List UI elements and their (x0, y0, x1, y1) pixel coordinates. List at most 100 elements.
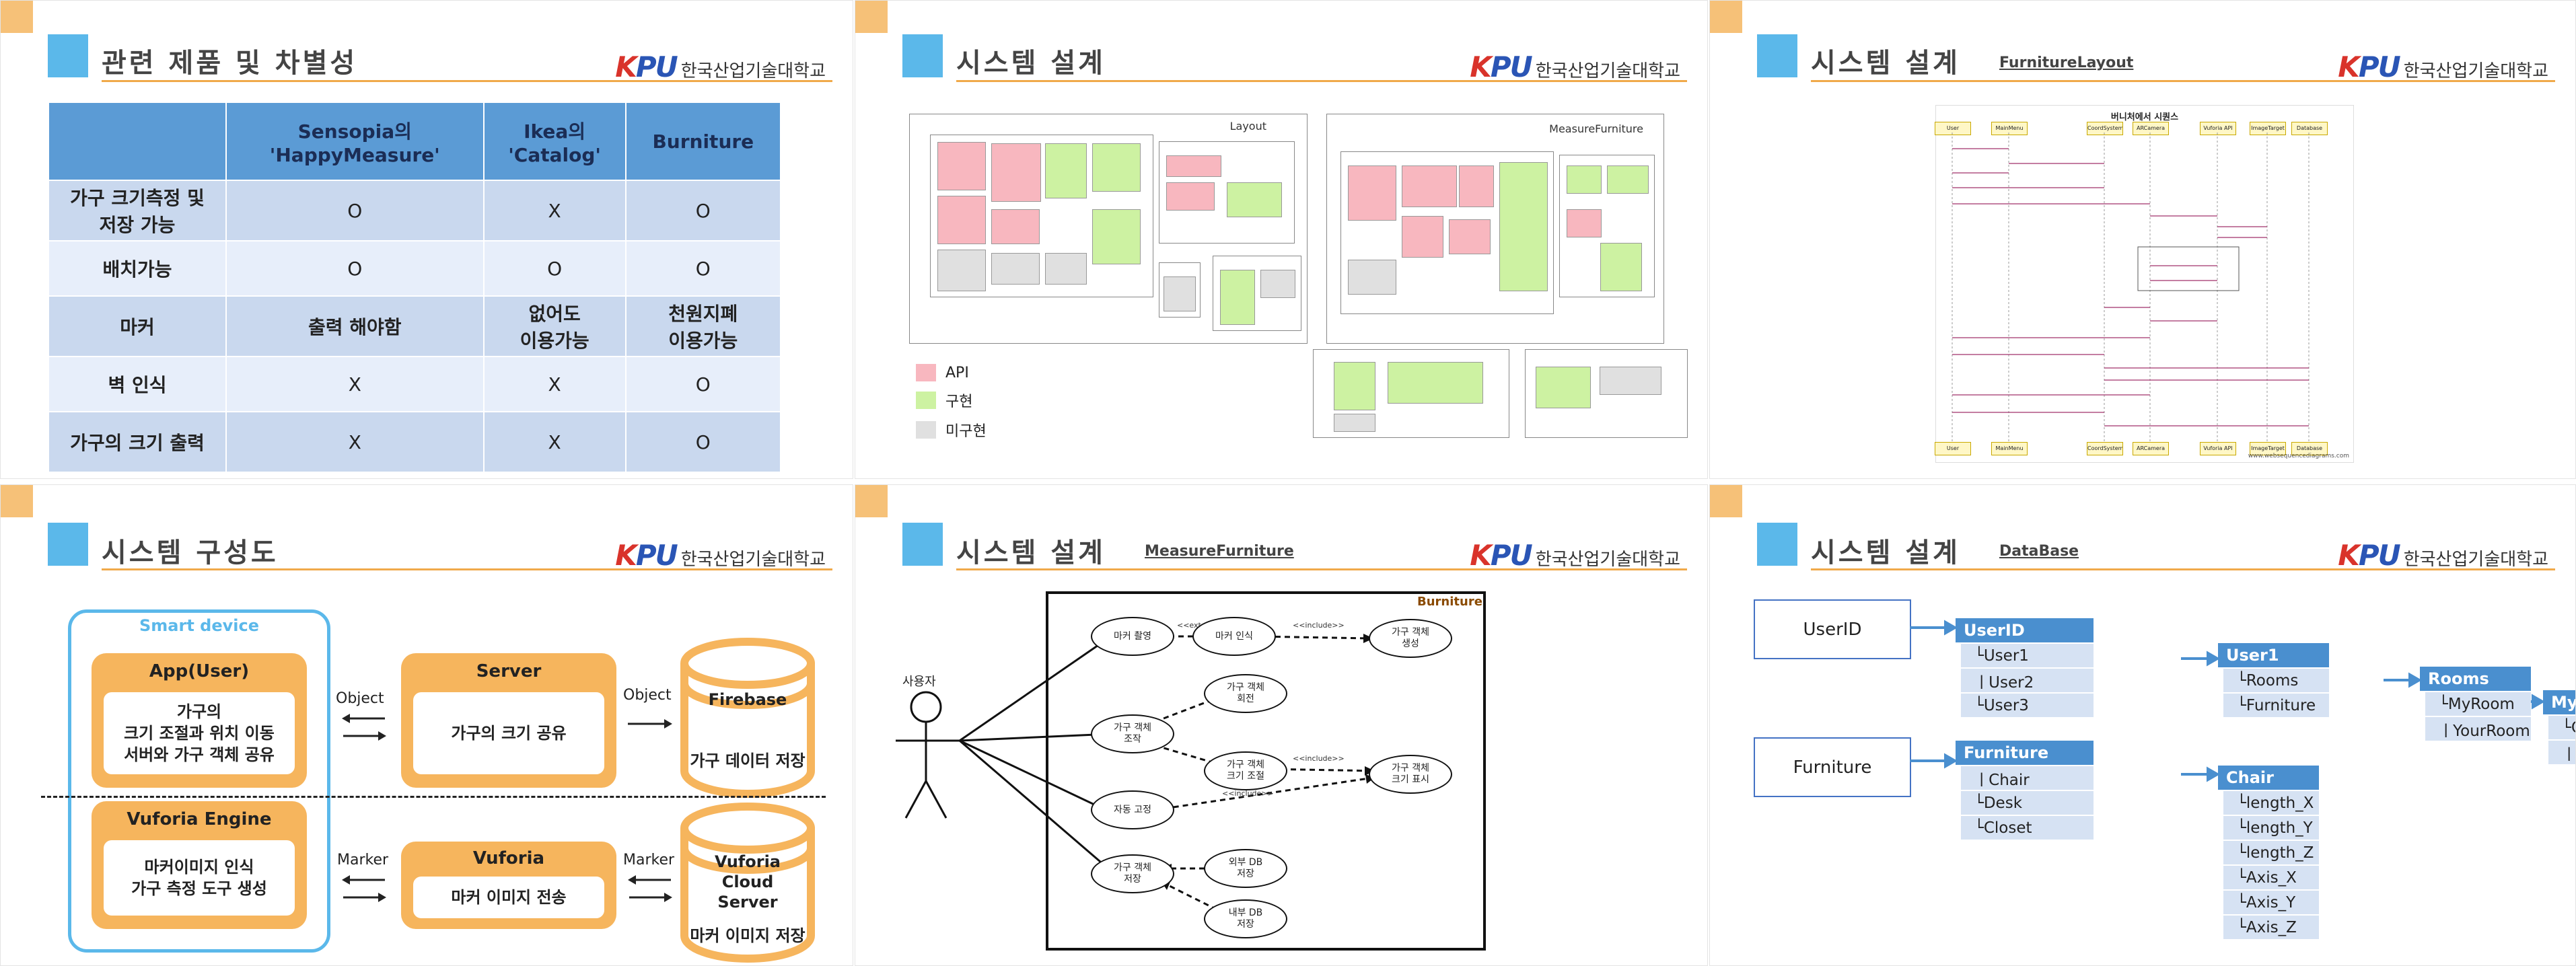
title-underline (1811, 80, 2555, 82)
vuforia-desc: 마커 이미지 전송 (413, 877, 604, 918)
title-underline (956, 80, 1687, 82)
slide-subtitle: MeasureFurniture (1145, 543, 1294, 560)
table-cell: O (225, 240, 485, 297)
legend-item: API (916, 364, 987, 381)
panel-label: Layout (1229, 120, 1266, 133)
vuforia-engine-title: Vuforia Engine (127, 809, 272, 829)
title-accent (48, 34, 88, 77)
row-feature: 가구의 크기 출력 (48, 411, 227, 473)
cloud-server-cylinder (680, 803, 815, 963)
todo-class-box (1260, 270, 1295, 298)
layout-class-panel: Layout (909, 114, 1308, 344)
table-cell: X (482, 411, 627, 473)
vuforia-box: Vuforia 마커 이미지 전송 (401, 842, 616, 929)
legend-label: 미구현 (945, 423, 987, 440)
db-table-header: MyRoom (2543, 690, 2575, 714)
slide-title: 시스템 설계 (956, 537, 1106, 568)
usecase-ellipse: 가구 객체 크기 조절 (1204, 751, 1287, 790)
package-frame (1213, 256, 1301, 331)
usecase-ellipse: 마커 촬영 (1091, 617, 1174, 656)
usecase-ellipse: 마커 인식 (1192, 617, 1276, 656)
db-arrows (1910, 620, 2546, 782)
todo-class-box (1045, 253, 1087, 285)
api-class-box (991, 209, 1040, 244)
participant-box: ARCamera (2133, 442, 2169, 455)
db-table-item: └Axis_X (2223, 866, 2319, 889)
object-label: Object (623, 687, 672, 704)
participant-box: CoordSystem (2087, 442, 2123, 455)
measure-class-panel: MeasureFurniture (1326, 114, 1664, 344)
usecase-ellipse: 내부 DB 저장 (1204, 899, 1287, 938)
usecase-ellipse: 가구 객체 조작 (1091, 714, 1174, 753)
api-class-box (991, 143, 1041, 202)
table-cell: X (225, 411, 485, 473)
corner-accent (1, 1, 33, 33)
db-table-header: User1 (2218, 643, 2329, 667)
table-row: 마커 출력 해야함 없어도 이용가능 천원지폐 이용가능 (48, 295, 782, 357)
row-feature: 가구 크기측정 및 저장 가능 (48, 180, 227, 241)
participant-box: Vuforia API (2200, 442, 2236, 455)
app-user-box: App(User) 가구의 크기 조절과 위치 이동 서버와 가구 객체 공유 (92, 653, 307, 788)
smart-device-label: Smart device (139, 616, 259, 635)
db-table-item: ㅣDesk (2548, 741, 2575, 764)
row-feature: 벽 인식 (48, 356, 227, 412)
slide-subtitle: FurnitureLayout (1999, 54, 2134, 71)
api-class-box (937, 196, 986, 244)
table-cell: 출력 해야함 (225, 295, 485, 357)
marker-label: Marker (623, 852, 675, 868)
slide-title: 시스템 설계 (956, 48, 1106, 79)
legend-label: 구현 (945, 394, 973, 410)
title-underline (102, 568, 832, 570)
impl-class-box (1499, 162, 1548, 291)
cloud-server-desc: 마커 이미지 저장 (690, 926, 806, 945)
panel-label: MeasureFurniture (1549, 122, 1643, 135)
impl-class-box (1334, 362, 1375, 410)
sequence-lines (1952, 133, 2310, 442)
associations (959, 635, 1115, 875)
table-cell: O (624, 180, 782, 241)
api-class-box (1166, 182, 1215, 211)
todo-class-box (1334, 414, 1375, 432)
table-row: 가구의 크기 출력 X X O (48, 411, 782, 473)
title-accent (1757, 34, 1797, 77)
table-cell: O (624, 240, 782, 297)
db-table-item: └Furniture (2223, 694, 2329, 717)
vuforia-title: Vuforia (472, 848, 545, 868)
db-table-item: └Axis_Y (2223, 891, 2319, 914)
legend-label: API (945, 364, 969, 381)
usecase-ellipse: 자동 고정 (1091, 790, 1174, 829)
firebase-cylinder (680, 638, 815, 798)
impl-class-box (1567, 165, 1602, 194)
userid-root-box: UserID (1754, 599, 1911, 659)
legend-item: 미구현 (916, 419, 987, 441)
server-desc: 가구의 크기 공유 (413, 692, 604, 774)
db-table-header: Rooms (2420, 667, 2531, 691)
usecase-diagram: <<extend>> <<include>> <<extend>> <<exte… (896, 591, 1486, 951)
api-class-box (1402, 165, 1457, 207)
participant-box: Vuforia API (2200, 122, 2236, 135)
package-frame (930, 135, 1153, 297)
participant-box: Database (2291, 442, 2328, 455)
slide-title: 관련 제품 및 차별성 (102, 48, 358, 79)
slide-title: 시스템 설계 (1811, 48, 1960, 79)
usecase-ellipse: 가구 객체 크기 표시 (1369, 755, 1452, 794)
api-class-box (1459, 165, 1494, 207)
package-frame (1340, 151, 1554, 314)
api-class-box (1402, 216, 1443, 258)
table-row: 가구 크기측정 및 저장 가능 O X O (48, 180, 782, 241)
relation-label: <<include>> (1293, 754, 1345, 763)
db-table-item: └MyRoom (2425, 692, 2531, 716)
participant-box: MainMenu (1991, 122, 2028, 135)
participant-box: ImageTarget (2250, 122, 2286, 135)
api-class-box (1449, 219, 1491, 254)
db-table-item: ㅣYourRoom (2425, 717, 2531, 741)
impl-class-box (1536, 367, 1591, 408)
title-accent (902, 34, 943, 77)
